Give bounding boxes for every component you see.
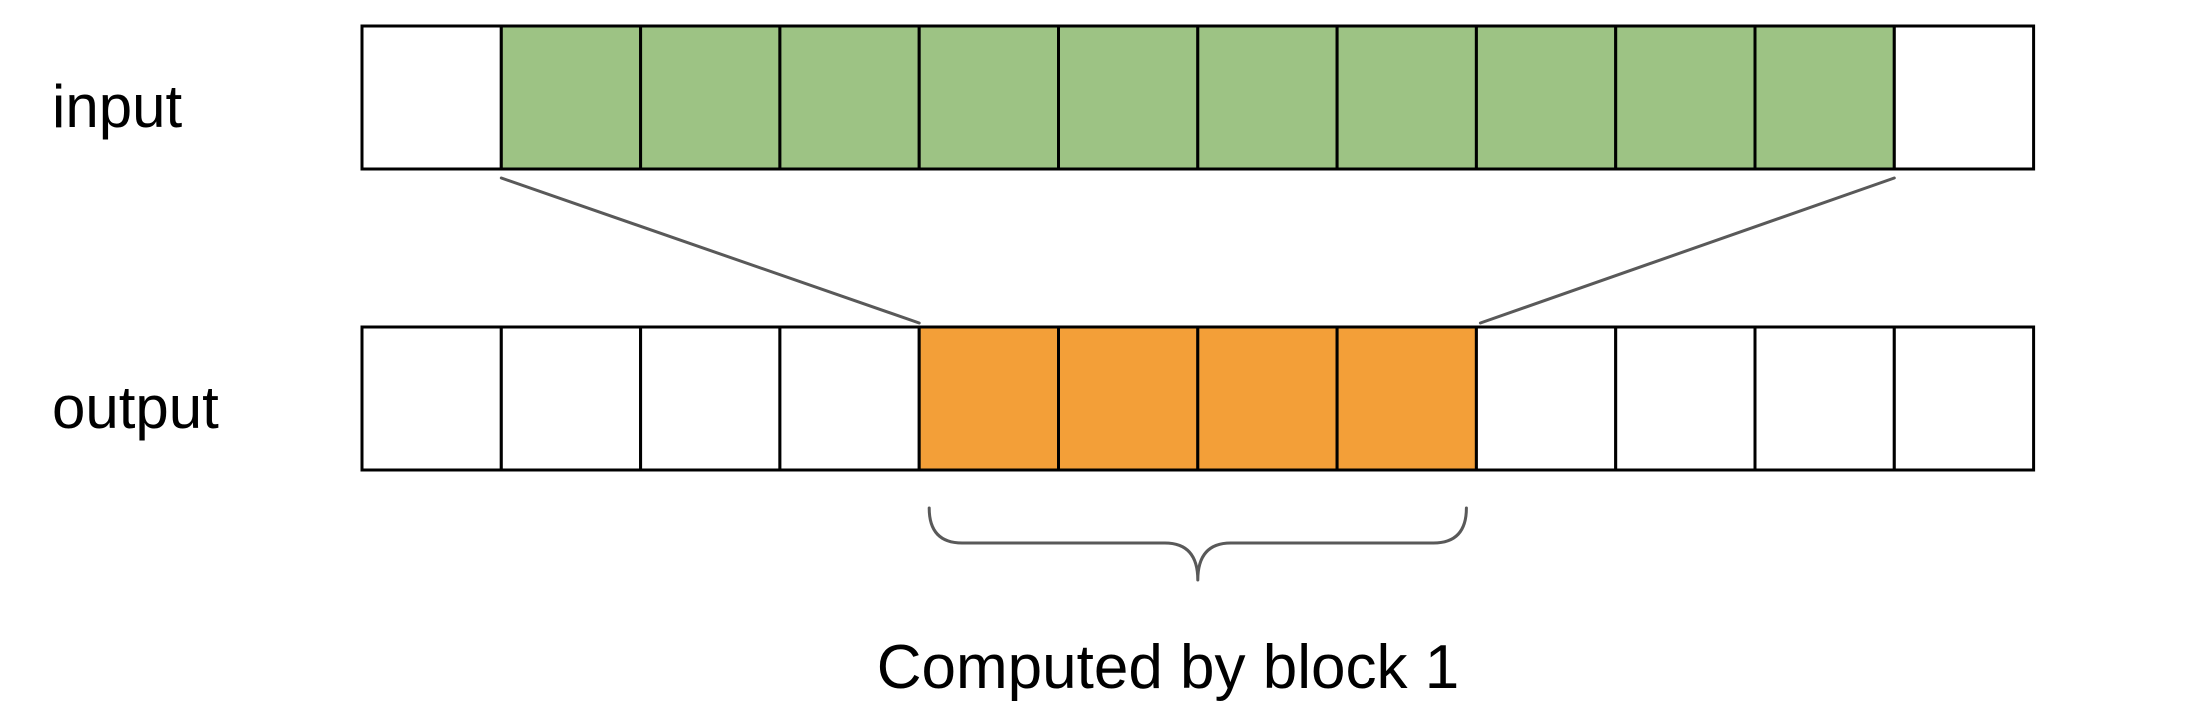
curly-brace-icon <box>927 506 1468 582</box>
input-cell-8-highlighted <box>1474 24 1618 171</box>
input-cell-11 <box>1892 24 2036 171</box>
output-cell-10 <box>1753 325 1896 472</box>
input-cell-5-highlighted <box>1057 24 1200 171</box>
input-cell-1-highlighted <box>499 24 643 171</box>
output-cell-4-highlighted <box>917 325 1061 472</box>
input-cell-7-highlighted <box>1335 24 1478 171</box>
output-cell-11 <box>1892 325 2036 472</box>
input-cell-4-highlighted <box>917 24 1061 171</box>
input-row-label: input <box>52 73 182 140</box>
input-cell-row <box>360 24 2036 171</box>
receptive-field-left-line <box>499 176 921 325</box>
output-cell-row <box>360 325 2036 472</box>
input-cell-6-highlighted <box>1196 24 1339 171</box>
block-caption: Computed by block 1 <box>877 633 1459 702</box>
output-cell-5-highlighted <box>1057 325 1200 472</box>
output-cell-9 <box>1614 325 1757 472</box>
input-cell-10-highlighted <box>1753 24 1896 171</box>
input-cell-2-highlighted <box>639 24 782 171</box>
input-cell-9-highlighted <box>1614 24 1757 171</box>
output-cell-2 <box>639 325 782 472</box>
input-cell-3-highlighted <box>778 24 921 171</box>
output-row-label: output <box>52 374 219 441</box>
output-cell-7-highlighted <box>1335 325 1478 472</box>
output-cell-8 <box>1474 325 1618 472</box>
output-cell-6-highlighted <box>1196 325 1339 472</box>
output-cell-0 <box>360 325 503 472</box>
output-cell-3 <box>778 325 921 472</box>
output-cell-1 <box>499 325 643 472</box>
input-cell-0 <box>360 24 503 171</box>
receptive-field-right-line <box>1478 176 1896 325</box>
